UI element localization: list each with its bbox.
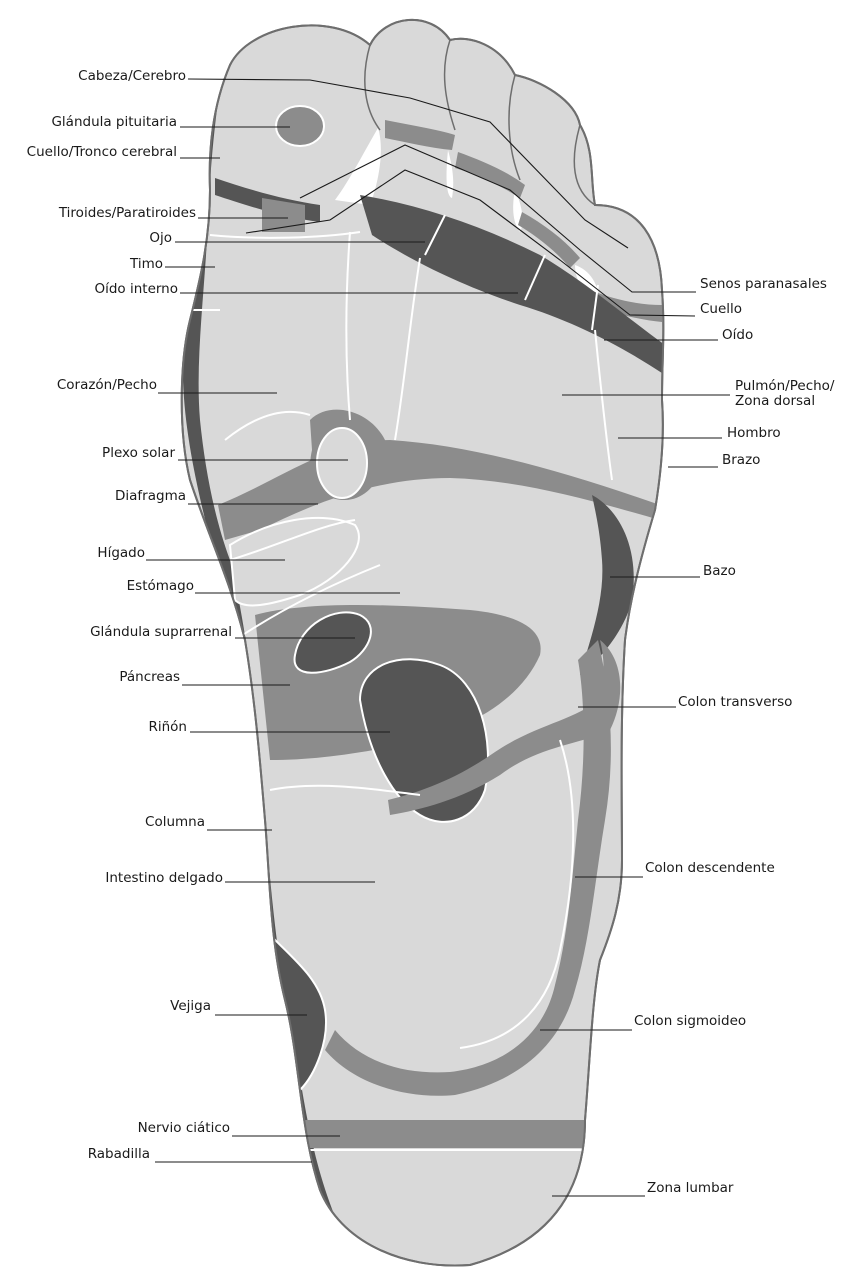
label-colon-descendente: Colon descendente [645,860,775,876]
label-cabeza: Cabeza/Cerebro [78,68,186,84]
label-corazon: Corazón/Pecho [57,377,157,393]
label-rabadilla: Rabadilla [88,1146,150,1162]
label-columna: Columna [145,814,205,830]
label-pulmon-2: Zona dorsal [735,393,815,409]
label-diafragma: Diafragma [115,488,186,504]
label-oido: Oído [722,327,753,343]
label-colon-sigmoideo: Colon sigmoideo [634,1013,746,1029]
label-tiroides: Tiroides/Paratiroides [58,205,196,221]
label-intestino: Intestino delgado [105,870,223,886]
label-cuello-tronco: Cuello/Tronco cerebral [27,144,177,160]
label-timo: Timo [129,256,163,272]
label-higado: Hígado [97,545,145,561]
labels-right: Senos paranasales Cuello Oído Pulmón/Pec… [634,276,835,1196]
label-cuello: Cuello [700,301,742,317]
label-vejiga: Vejiga [170,998,211,1014]
label-suprarrenal: Glándula suprarrenal [90,624,232,640]
zone-pituitary [276,106,324,146]
label-rinon: Riñón [148,719,187,735]
label-senos: Senos paranasales [700,276,827,292]
label-nervio: Nervio ciático [138,1120,230,1136]
labels-left: Cabeza/Cerebro Glándula pituitaria Cuell… [27,68,232,1162]
zone-sciatic [300,1120,600,1148]
label-ojo: Ojo [149,230,172,246]
label-pancreas: Páncreas [119,669,180,685]
label-pituitaria: Glándula pituitaria [51,114,177,130]
label-brazo: Brazo [722,452,760,468]
label-bazo: Bazo [703,563,736,579]
label-colon-transverso: Colon transverso [678,694,792,710]
label-oido-interno: Oído interno [94,281,178,297]
label-estomago: Estómago [127,578,194,594]
zone-solar-plexus [317,428,367,498]
label-zona-lumbar: Zona lumbar [647,1180,734,1196]
label-plexo: Plexo solar [102,445,175,461]
label-hombro: Hombro [727,425,781,441]
label-pulmon-1: Pulmón/Pecho/ [735,378,835,394]
